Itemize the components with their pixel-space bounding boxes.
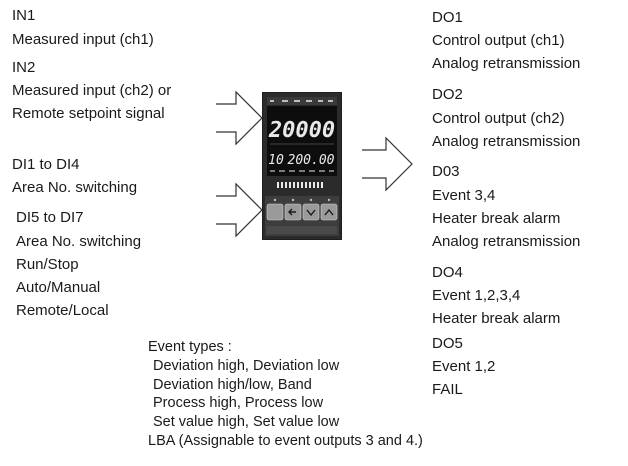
event-type-line-5: LBA (Assignable to event outputs 3 and 4… (148, 433, 423, 449)
di5-line-3: Auto/Manual (16, 279, 101, 296)
di5-line-2: Run/Stop (16, 256, 79, 273)
in1-title: IN1 (12, 7, 36, 24)
output-arrow (362, 136, 413, 192)
do3-title: D03 (432, 163, 460, 180)
do4-title: DO4 (432, 264, 463, 281)
event-type-line-1: Deviation high, Deviation low (153, 358, 340, 374)
event-type-line-4: Set value high, Set value low (153, 414, 340, 430)
key-up (320, 203, 338, 221)
channel-display: 10 (268, 153, 284, 168)
key-down (302, 203, 320, 221)
pv-display: 20000 (268, 118, 335, 143)
di5-title: DI5 to DI7 (16, 209, 84, 226)
indicator-strip (267, 97, 337, 105)
event-types-title: Event types : (148, 339, 232, 355)
bar-graph (277, 182, 323, 188)
do2-title: DO2 (432, 86, 463, 103)
do5-line-2: FAIL (432, 381, 463, 398)
status-lamps (270, 170, 334, 172)
do4-line-2: Heater break alarm (432, 310, 561, 327)
do3-line-3: Analog retransmission (432, 233, 581, 250)
key-set (266, 203, 284, 221)
indicator-dots (270, 100, 333, 102)
key-symbols (288, 208, 334, 217)
input-arrow-1 (216, 90, 263, 146)
in1-line-1: Measured input (ch1) (12, 31, 154, 48)
di1-title: DI1 to DI4 (12, 156, 80, 173)
do5-line-1: Event 1,2 (432, 358, 496, 375)
do1-line-1: Control output (ch1) (432, 32, 565, 49)
di5-line-4: Remote/Local (16, 302, 109, 319)
key-leds (273, 198, 331, 202)
di1-line-1: Area No. switching (12, 179, 138, 196)
do5-title: DO5 (432, 335, 463, 352)
do2-line-2: Analog retransmission (432, 133, 581, 150)
do1-line-2: Analog retransmission (432, 55, 581, 72)
in2-line-1: Measured input (ch2) or (12, 82, 172, 99)
keys (266, 203, 338, 221)
input-arrow-2 (216, 182, 263, 238)
di5-line-1: Area No. switching (16, 233, 142, 250)
do2-line-1: Control output (ch2) (432, 110, 565, 127)
sv-display: 200.00 (288, 153, 335, 168)
event-type-line-2: Deviation high/low, Band (153, 377, 312, 393)
controller-display (267, 106, 337, 176)
do1-title: DO1 (432, 9, 463, 26)
in2-line-2: Remote setpoint signal (12, 105, 165, 122)
event-type-line-3: Process high, Process low (153, 395, 324, 411)
do3-line-2: Heater break alarm (432, 210, 561, 227)
in2-title: IN2 (12, 59, 36, 76)
do3-line-1: Event 3,4 (432, 187, 496, 204)
do4-line-1: Event 1,2,3,4 (432, 287, 521, 304)
temperature-controller-image: 20000 10 200.00 (262, 92, 342, 240)
bottom-bezel (267, 226, 337, 234)
